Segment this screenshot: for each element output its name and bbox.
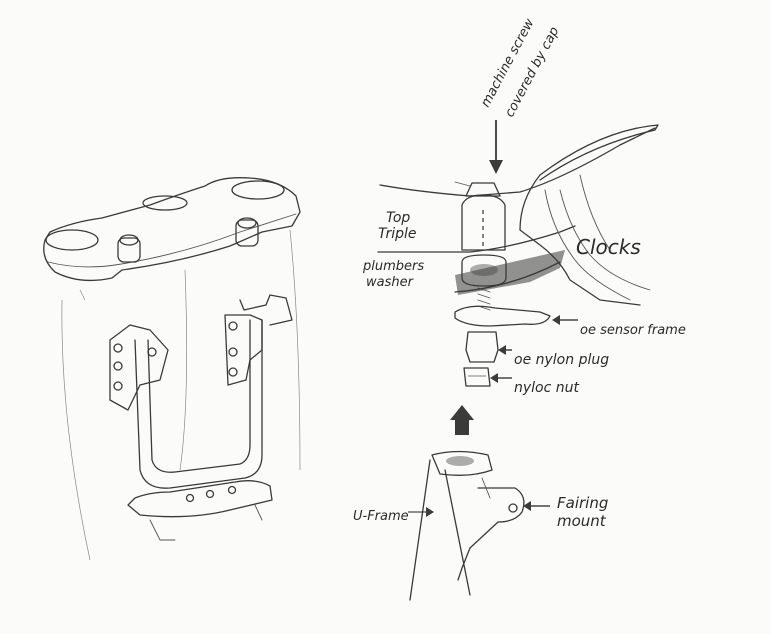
up-arrow: [450, 405, 474, 435]
u-frame-left: [134, 319, 263, 489]
label-u-frame: U-Frame: [353, 509, 409, 524]
left-fork-hole: [45, 229, 99, 251]
stem-hole: [142, 195, 188, 211]
u-frame-stub: [409, 459, 471, 601]
fairing-plate: [127, 480, 273, 518]
label-plumbers: plumbers: [362, 259, 424, 274]
left-boss: [117, 237, 141, 263]
left-assembly-drawing: [43, 177, 301, 561]
nyloc-nut: [463, 367, 491, 387]
label-oe-sensor-frame: oe sensor frame: [580, 323, 686, 338]
label-fairing: Fairing: [557, 494, 608, 512]
right-exploded-drawing: [377, 120, 659, 601]
clocks-housing: [519, 124, 659, 306]
label-mount: mount: [557, 512, 607, 530]
label-triple: Triple: [378, 226, 417, 242]
right-fork-hole: [231, 180, 285, 200]
right-boss: [235, 219, 259, 247]
fairing-mount-bracket: [457, 487, 525, 581]
left-bracket: [109, 324, 169, 411]
label-top: Top: [386, 210, 410, 226]
label-washer: washer: [366, 275, 415, 290]
machine-screw-head: [465, 182, 501, 197]
label-oe-nylon-plug: oe nylon plug: [514, 352, 609, 368]
top-triple-outline: [379, 127, 656, 197]
oe-nylon-plug: [465, 331, 499, 363]
top-triple-clamp: [43, 177, 301, 282]
right-bracket: [224, 314, 263, 386]
riser-block: [461, 194, 506, 251]
label-clocks: Clocks: [576, 235, 641, 259]
oe-sensor-frame: [454, 305, 551, 327]
label-nyloc-nut: nyloc nut: [514, 380, 580, 396]
